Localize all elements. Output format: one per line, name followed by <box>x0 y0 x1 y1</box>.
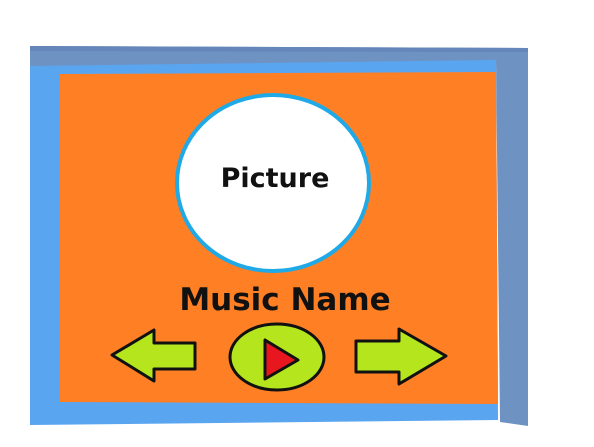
album-picture <box>175 93 371 273</box>
picture-label: Picture <box>220 163 330 194</box>
arrow-right-icon[interactable] <box>354 327 448 386</box>
music-name: Music Name <box>179 282 391 318</box>
play-icon[interactable] <box>263 338 300 381</box>
frame-top-edge <box>30 46 528 52</box>
arrow-left-icon[interactable] <box>110 328 197 383</box>
